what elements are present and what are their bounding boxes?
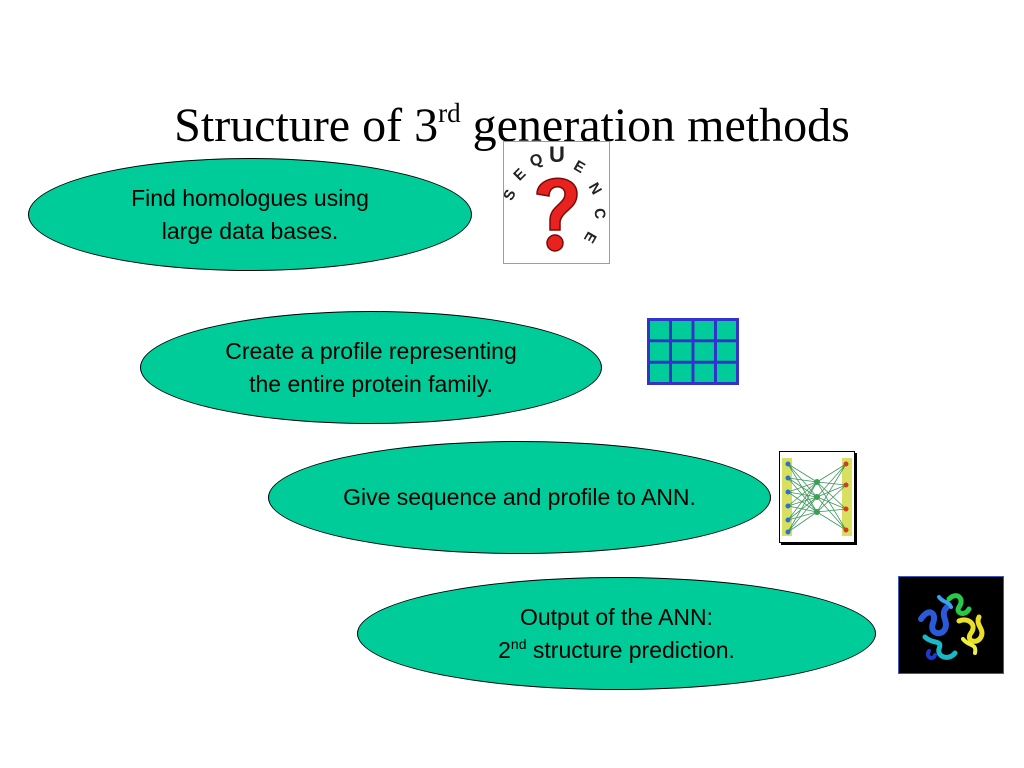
- step-3-line-1: Give sequence and profile to ANN.: [343, 484, 696, 511]
- step-1-line-2: large data bases.: [161, 217, 339, 244]
- title-main: Structure of 3: [174, 99, 439, 152]
- step-4-suffix: structure prediction.: [526, 636, 735, 663]
- step-4-line-1: Output of the ANN:: [519, 603, 714, 630]
- step-output-ann: Output of the ANN: 2nd structure predict…: [357, 577, 876, 690]
- profile-grid-icon: [647, 318, 739, 385]
- step-4-prefix: 2: [498, 636, 511, 663]
- step-give-to-ann: Give sequence and profile to ANN.: [268, 441, 771, 554]
- step-find-homologues: Find homologues using large data bases.: [28, 158, 472, 271]
- step-4-line-2: 2nd structure prediction.: [498, 634, 735, 667]
- logo-letter-q: Q: [528, 151, 546, 171]
- title-superscript: rd: [438, 98, 461, 128]
- step-create-profile: Create a profile representing the entire…: [140, 311, 602, 424]
- step-4-superscript: nd: [510, 635, 527, 652]
- logo-letter-e3: E: [580, 229, 600, 246]
- sequence-question-icon: S E Q U E N C E: [503, 141, 610, 264]
- logo-letter-c: C: [591, 207, 609, 219]
- neural-network-icon: [779, 451, 855, 543]
- logo-letter-u: U: [549, 142, 565, 167]
- logo-letter-e1: E: [510, 165, 529, 184]
- logo-letter-e2: E: [571, 157, 588, 177]
- step-2-line-2: the entire protein family.: [249, 370, 493, 397]
- logo-letter-n: N: [585, 180, 605, 198]
- step-2-line-1: Create a profile representing: [225, 337, 517, 364]
- protein-structure-icon: [898, 576, 1004, 674]
- logo-letter-s: S: [504, 187, 520, 203]
- step-1-line-1: Find homologues using: [131, 184, 369, 211]
